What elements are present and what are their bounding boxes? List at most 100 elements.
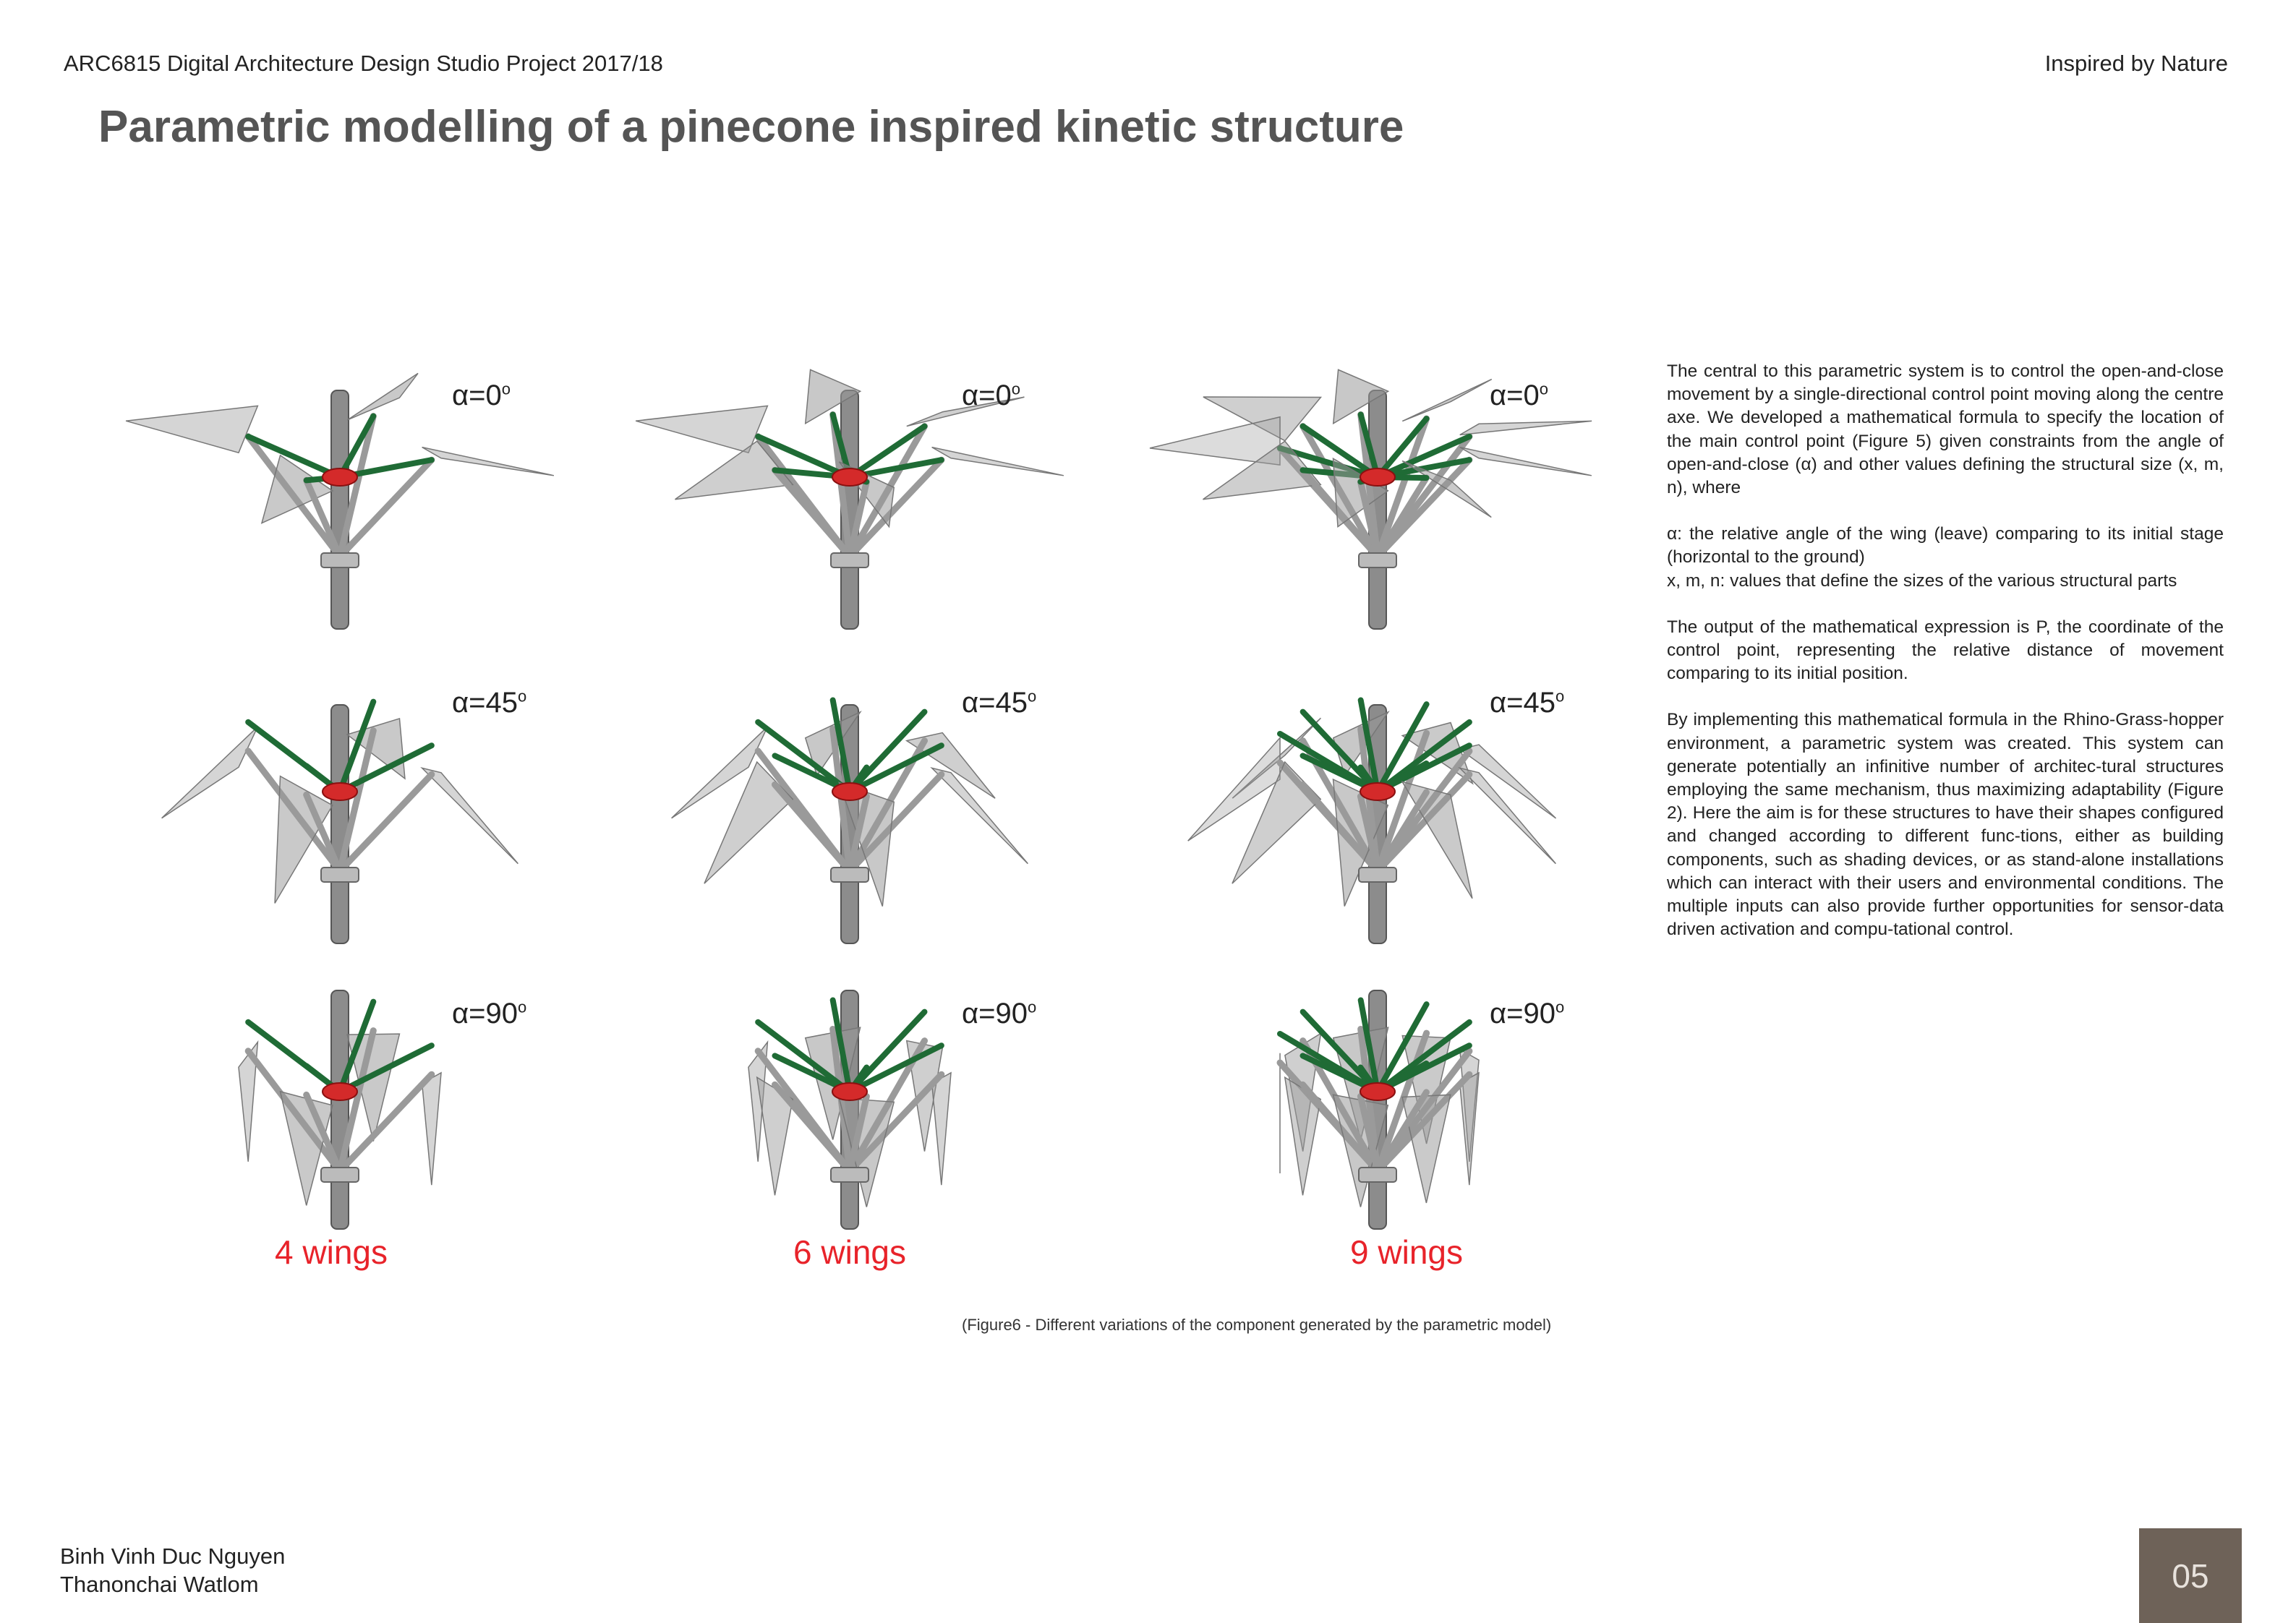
support-rod bbox=[772, 466, 853, 560]
wing-panel bbox=[1232, 717, 1321, 799]
green-strut bbox=[337, 698, 377, 795]
degree-symbol: o bbox=[1027, 687, 1037, 706]
wing-panel bbox=[420, 767, 518, 865]
support-rod bbox=[1374, 474, 1430, 560]
green-strut bbox=[755, 1019, 853, 1095]
control-hub bbox=[832, 1082, 868, 1101]
alpha-value: α=90 bbox=[452, 998, 518, 1029]
support-rod bbox=[1374, 789, 1430, 875]
green-strut bbox=[847, 1042, 944, 1095]
wing-panel bbox=[421, 1071, 442, 1186]
green-strut bbox=[337, 413, 377, 480]
degree-symbol: o bbox=[1539, 380, 1548, 398]
alpha-label: α=90o bbox=[452, 998, 526, 1030]
alpha-value: α=45 bbox=[1490, 687, 1555, 719]
wing-panel bbox=[1459, 1071, 1480, 1186]
wing-panel bbox=[671, 726, 769, 819]
figure-caption: (Figure6 - Different variations of the c… bbox=[962, 1316, 1552, 1334]
wing-panel bbox=[161, 726, 259, 819]
base-joint bbox=[320, 867, 359, 883]
wing-panel bbox=[1401, 460, 1492, 518]
green-strut bbox=[847, 742, 944, 795]
alpha-label: α=45o bbox=[452, 687, 526, 719]
base-joint bbox=[830, 552, 869, 568]
base-joint bbox=[830, 1167, 869, 1183]
alpha-value: α=45 bbox=[452, 687, 518, 719]
wing-panel bbox=[1232, 761, 1322, 884]
support-rod bbox=[303, 791, 343, 875]
support-rod bbox=[846, 793, 870, 875]
green-strut bbox=[829, 697, 853, 795]
alpha-value: α=0 bbox=[962, 380, 1012, 411]
green-strut bbox=[1299, 423, 1380, 480]
author-name: Binh Vinh Duc Nguyen bbox=[60, 1543, 286, 1569]
kinetic-structure-figure bbox=[125, 369, 1592, 1230]
green-strut bbox=[1357, 411, 1380, 480]
green-strut bbox=[1375, 1001, 1430, 1095]
degree-symbol: o bbox=[1555, 687, 1565, 706]
green-strut bbox=[1375, 701, 1430, 795]
green-strut bbox=[847, 423, 928, 480]
degree-symbol: o bbox=[517, 998, 527, 1016]
base-joint bbox=[1358, 1167, 1397, 1183]
wing-panel bbox=[1203, 440, 1322, 500]
alpha-label: α=0o bbox=[962, 380, 1020, 412]
degree-symbol: o bbox=[1027, 998, 1037, 1016]
alpha-label: α=90o bbox=[1490, 998, 1564, 1030]
wing-panel bbox=[1332, 369, 1390, 425]
green-strut bbox=[245, 433, 343, 480]
wing-panel bbox=[675, 440, 794, 500]
control-hub bbox=[832, 782, 868, 801]
support-rod bbox=[846, 456, 945, 560]
wing-panel bbox=[931, 446, 1064, 476]
alpha-value: α=90 bbox=[1490, 998, 1555, 1029]
support-rod bbox=[336, 1027, 377, 1175]
support-rod bbox=[303, 1091, 343, 1175]
support-rod bbox=[829, 411, 853, 560]
support-rod bbox=[1374, 415, 1430, 560]
degree-symbol: o bbox=[1555, 998, 1565, 1016]
wing-panel bbox=[274, 775, 333, 904]
support-rod bbox=[336, 1071, 435, 1175]
pole bbox=[330, 704, 349, 944]
description-text: The central to this parametric system is… bbox=[1667, 360, 2224, 964]
green-strut bbox=[829, 997, 853, 1095]
support-rod bbox=[336, 727, 377, 875]
wing-panel bbox=[1459, 420, 1592, 436]
green-strut bbox=[1357, 697, 1380, 795]
alpha-value: α=0 bbox=[452, 380, 502, 411]
wing-panel bbox=[1187, 736, 1281, 842]
wing-panel bbox=[1401, 781, 1473, 899]
support-rod bbox=[772, 1081, 853, 1175]
green-strut bbox=[1277, 445, 1380, 480]
green-strut bbox=[755, 433, 853, 480]
alpha-label: α=45o bbox=[1490, 687, 1564, 719]
xmn-definition: x, m, n: values that define the sizes of… bbox=[1667, 570, 2177, 591]
control-hub bbox=[322, 782, 358, 801]
base-joint bbox=[320, 1167, 359, 1183]
wing-count-label: 6 wings bbox=[793, 1233, 906, 1271]
wing-panel bbox=[906, 396, 1025, 427]
support-rod bbox=[1374, 729, 1430, 875]
green-strut bbox=[1357, 997, 1380, 1095]
support-rod bbox=[336, 771, 435, 875]
support-rod bbox=[772, 781, 853, 875]
paragraph-intro: The central to this parametric system is… bbox=[1667, 361, 2224, 498]
support-rod bbox=[1374, 1029, 1430, 1175]
wing-panel bbox=[804, 369, 862, 425]
wing-panel bbox=[931, 1071, 952, 1186]
control-hub bbox=[322, 1082, 358, 1101]
alpha-label: α=90o bbox=[962, 998, 1036, 1030]
wing-panel bbox=[1458, 767, 1556, 865]
page-title: Parametric modelling of a pinecone inspi… bbox=[98, 102, 1404, 152]
alpha-label: α=45o bbox=[962, 687, 1036, 719]
wing-panel bbox=[1401, 378, 1493, 422]
wing-count-label: 4 wings bbox=[275, 1233, 388, 1271]
green-strut bbox=[1375, 433, 1472, 480]
wing-panel bbox=[1459, 446, 1592, 476]
alpha-value: α=45 bbox=[962, 687, 1028, 719]
alpha-label: α=0o bbox=[452, 380, 511, 412]
wing-panel bbox=[930, 767, 1028, 865]
wing-panel bbox=[260, 454, 334, 524]
base-joint bbox=[1358, 867, 1397, 883]
